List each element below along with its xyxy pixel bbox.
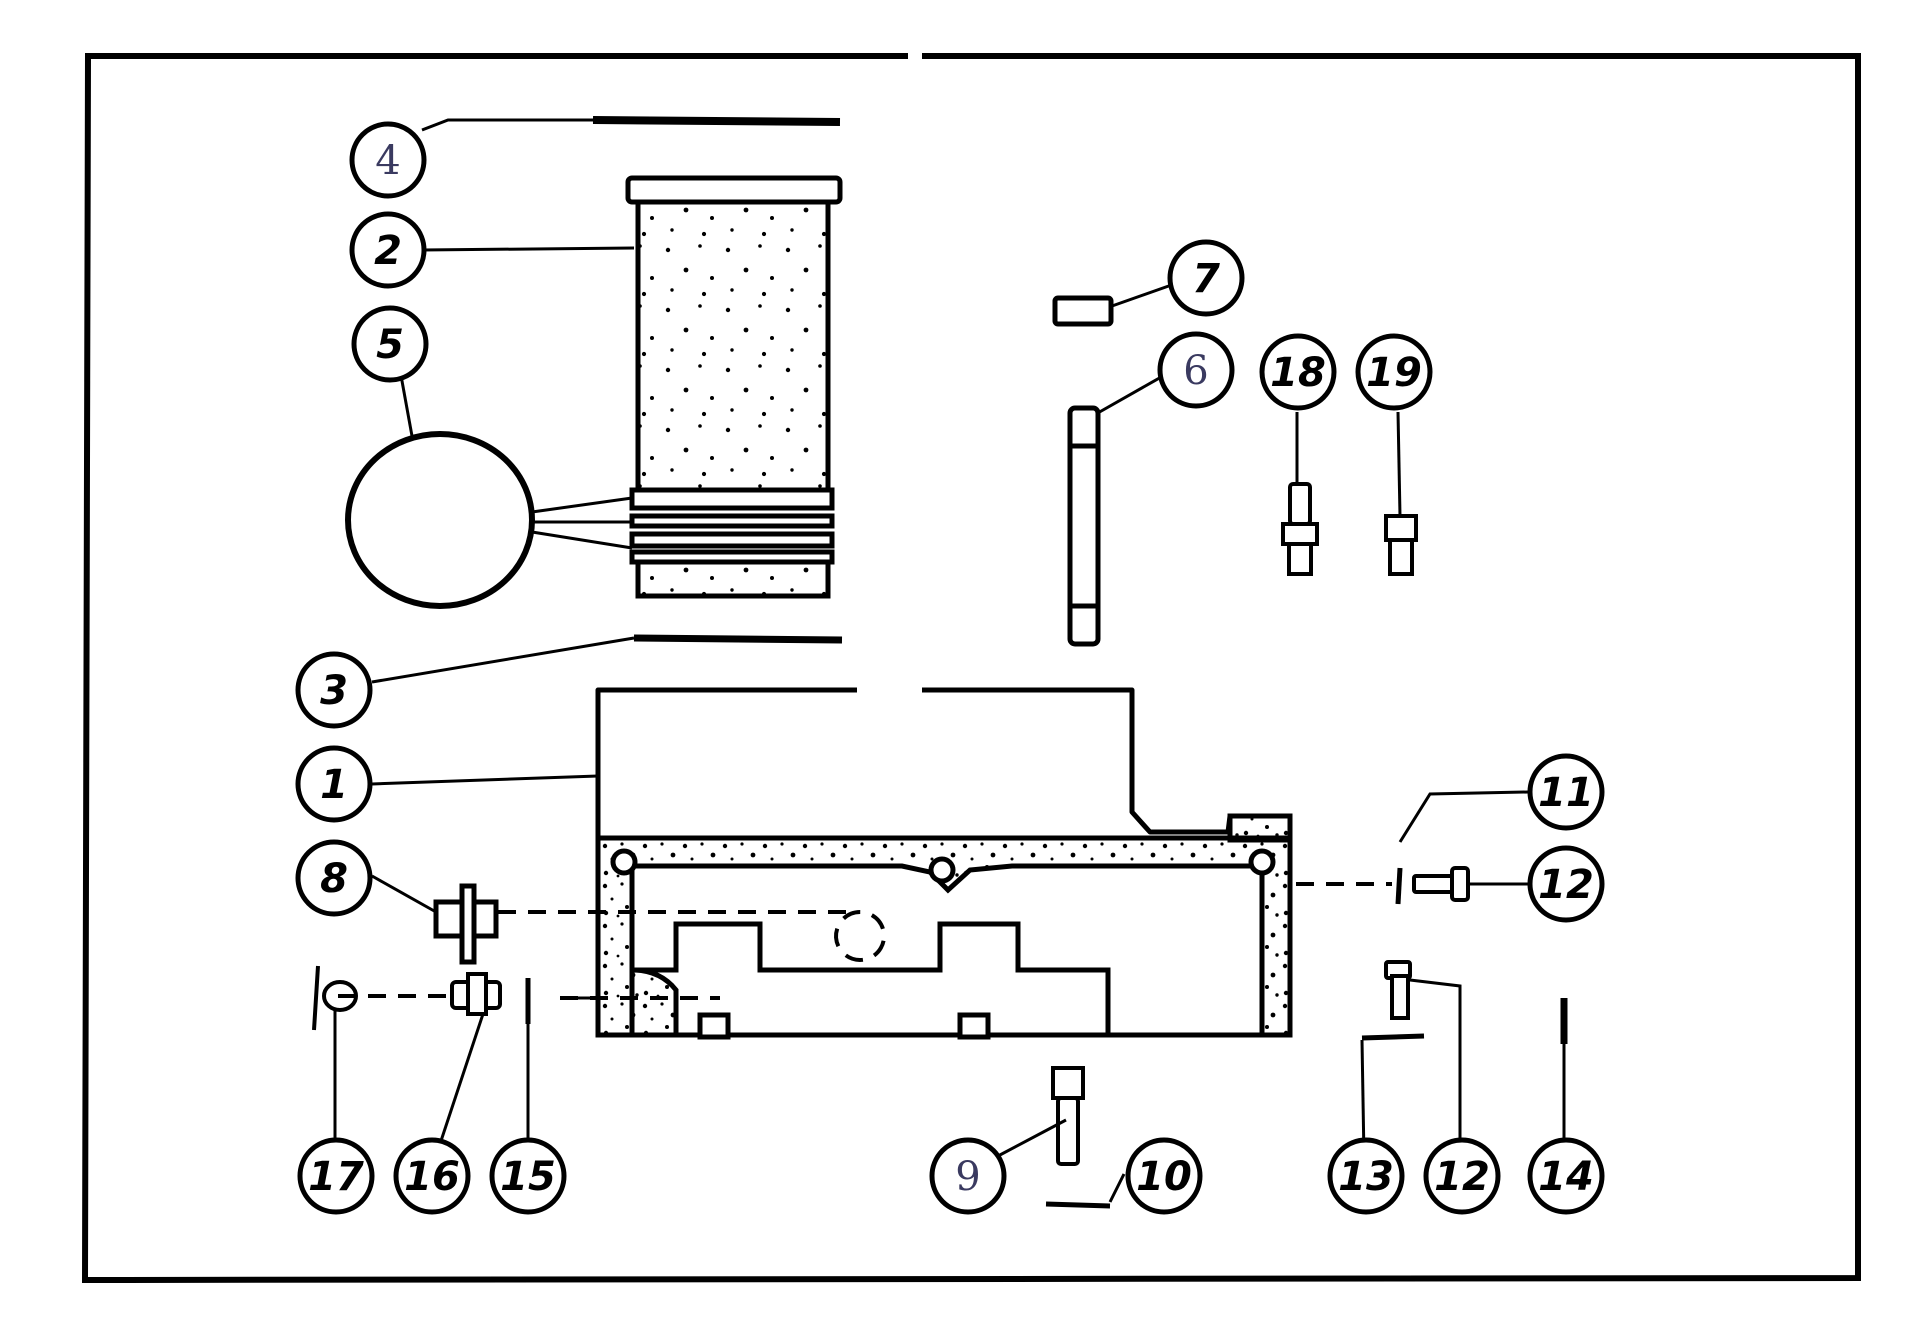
- callout-4-label: 4: [375, 138, 400, 184]
- callout-13: 13: [1327, 1137, 1405, 1215]
- callout-9: 9: [929, 1137, 1007, 1215]
- part-16-fitting: [450, 972, 502, 1016]
- part-9-stud-bolt: [1051, 1066, 1085, 1166]
- callout-15: 15: [489, 1137, 567, 1215]
- part-7-small-block: [1052, 295, 1114, 327]
- callout-5-label: 5: [376, 322, 404, 368]
- callout-15-label: 15: [500, 1154, 556, 1200]
- callout-18: 18: [1259, 333, 1337, 411]
- part-2-cylinder-liner: [625, 175, 843, 599]
- part-4-ring: [592, 116, 841, 126]
- callout-2-label: 2: [374, 228, 402, 274]
- part-10-washer: [1045, 1201, 1111, 1209]
- callout-8-label: 8: [320, 856, 348, 902]
- callout-12-lower-label: 12: [1434, 1154, 1490, 1200]
- callout-6: 6: [1157, 331, 1235, 409]
- callout-19: 19: [1355, 333, 1433, 411]
- callout-16-label: 16: [404, 1154, 460, 1200]
- part-13-washer: [1361, 1033, 1425, 1041]
- callout-12-right-label: 12: [1538, 862, 1594, 908]
- callout-4: 4: [349, 121, 427, 199]
- callout-11: 11: [1527, 753, 1605, 831]
- callout-2: 2: [349, 211, 427, 289]
- part-12-bolt-right: [1412, 866, 1470, 902]
- callout-19-label: 19: [1366, 350, 1422, 396]
- part-1-cylinder-block: [595, 687, 1293, 1040]
- part-11-gasket: [1395, 867, 1403, 905]
- callout-17-label: 17: [308, 1154, 364, 1200]
- part-3-ring: [633, 634, 843, 644]
- callout-12-right: 12: [1527, 845, 1605, 923]
- part-5-o-ring: [345, 431, 633, 609]
- part-8-fitting: [433, 883, 499, 965]
- callout-18-label: 18: [1270, 350, 1326, 396]
- part-18-plug: [1281, 482, 1319, 576]
- part-12-bolt-lower: [1384, 960, 1412, 1020]
- part-6-pin: [1067, 405, 1101, 647]
- callout-10-label: 10: [1136, 1154, 1192, 1200]
- callout-5: 5: [351, 305, 429, 383]
- callout-17: 17: [297, 1137, 375, 1215]
- callout-10: 10: [1125, 1137, 1203, 1215]
- callout-1-label: 1: [320, 762, 348, 808]
- callout-1: 1: [295, 745, 373, 823]
- callout-7: 7: [1167, 239, 1245, 317]
- callout-13-label: 13: [1338, 1154, 1394, 1200]
- diagram-frame: [81, 53, 1861, 1284]
- callout-9-label: 9: [955, 1154, 980, 1200]
- callout-12-lower: 12: [1423, 1137, 1501, 1215]
- assembly-lines: [338, 882, 1392, 1000]
- callout-3: 3: [295, 651, 373, 729]
- callout-16: 16: [393, 1137, 471, 1215]
- callout-6-label: 6: [1183, 348, 1208, 394]
- callout-14: 14: [1527, 1137, 1605, 1215]
- callout-7-label: 7: [1192, 256, 1220, 302]
- callout-8: 8: [295, 839, 373, 917]
- part-19-plug: [1384, 514, 1418, 576]
- callout-11-label: 11: [1538, 770, 1594, 816]
- callout-14-label: 14: [1538, 1154, 1594, 1200]
- callout-3-label: 3: [320, 668, 348, 714]
